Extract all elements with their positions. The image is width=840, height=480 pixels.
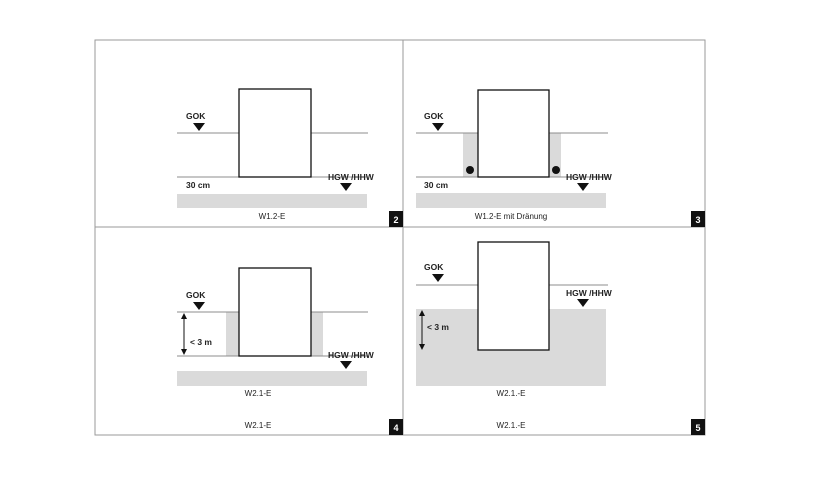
arrow-down-icon	[181, 349, 187, 355]
depth-label: 30 cm	[186, 180, 211, 190]
groundwater-band	[416, 193, 606, 208]
panel-number: 4	[393, 423, 398, 433]
arrow-up-icon	[419, 310, 425, 316]
panel-number-badge	[691, 419, 705, 435]
building-box	[238, 88, 312, 178]
caption: W1.2-E mit Dränung	[475, 212, 547, 221]
panel-number-badge	[389, 211, 403, 227]
panel-number: 2	[393, 215, 398, 225]
gok-label: GOK	[186, 111, 206, 121]
panel-2: GOK HGW /HHW 30 cm W1.2-E 2	[177, 88, 403, 227]
depth-label: < 3 m	[190, 337, 212, 347]
panel-4: GOK < 3 m HGW /HHW W2.1-E W2.1-E 4	[177, 267, 403, 435]
panel-3: GOK HGW /HHW 30 cm W1.2-E mit Dränung 3	[416, 89, 705, 227]
panel-number: 3	[695, 215, 700, 225]
gok-marker-icon	[432, 274, 444, 282]
caption: W1.2-E	[259, 212, 286, 221]
waterproof-fill-left	[226, 312, 239, 356]
water-label: HGW /HHW	[328, 172, 375, 182]
water-marker-icon	[340, 183, 352, 191]
gok-marker-icon	[193, 123, 205, 131]
water-marker-icon	[340, 361, 352, 369]
drain-pipe-right-icon	[552, 166, 560, 174]
panel-number-badge	[691, 211, 705, 227]
depth-label: < 3 m	[427, 322, 449, 332]
gok-marker-icon	[193, 302, 205, 310]
arrow-down-icon	[419, 344, 425, 350]
water-label: HGW /HHW	[566, 172, 613, 182]
depth-label: 30 cm	[424, 180, 449, 190]
water-marker-icon	[577, 183, 589, 191]
caption: W2.1-E	[245, 389, 272, 398]
groundwater-band	[177, 371, 367, 386]
panel-5: GOK HGW /HHW < 3 m W2.1.-E W2.1.-E 5	[416, 241, 705, 435]
caption-bottom: W2.1-E	[245, 421, 272, 430]
building-box	[238, 267, 312, 357]
arrow-up-icon	[181, 313, 187, 319]
water-marker-icon	[577, 299, 589, 307]
gok-label: GOK	[186, 290, 206, 300]
groundwater-band	[177, 194, 367, 208]
gok-label: GOK	[424, 262, 444, 272]
caption: W2.1.-E	[497, 389, 526, 398]
building-box	[477, 89, 550, 178]
gok-marker-icon	[432, 123, 444, 131]
drain-pipe-left-icon	[466, 166, 474, 174]
panel-number: 5	[695, 423, 700, 433]
gok-label: GOK	[424, 111, 444, 121]
caption-bottom: W2.1.-E	[497, 421, 526, 430]
panel-number-badge	[389, 419, 403, 435]
water-label: HGW /HHW	[566, 288, 613, 298]
building-box	[477, 241, 550, 351]
water-label: HGW /HHW	[328, 350, 375, 360]
drainage-fill-left	[463, 133, 478, 177]
drainage-fill-right	[549, 133, 561, 177]
waterproof-fill-right	[311, 312, 323, 356]
